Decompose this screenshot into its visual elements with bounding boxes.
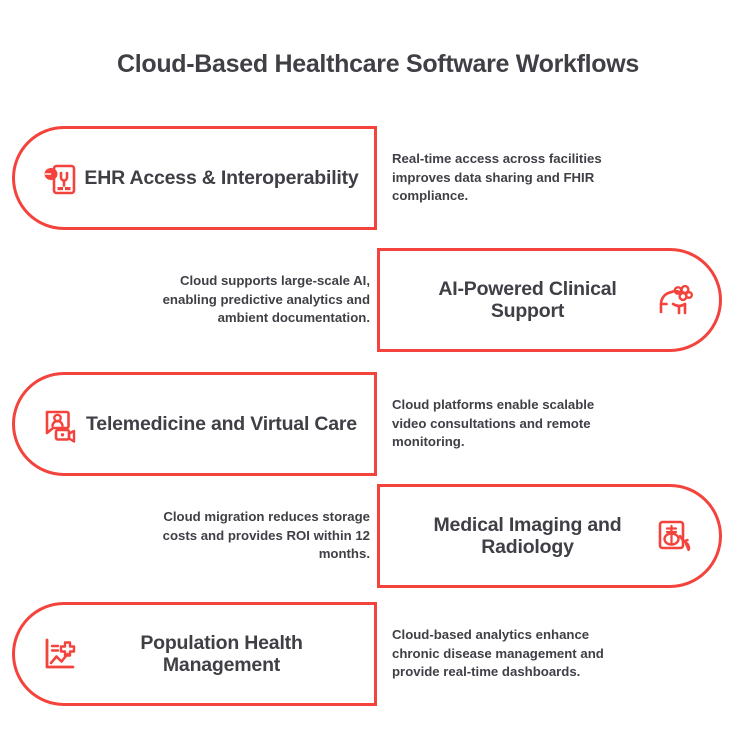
workflow-row: Cloud migration reduces storage costs an… <box>0 484 756 588</box>
workflow-row: EHR Access & Interoperability Real-time … <box>0 126 756 230</box>
telemedicine-video-icon <box>37 401 83 447</box>
workflow-description-text: Cloud migration reduces storage costs an… <box>162 508 370 562</box>
workflow-row: Population Health Management Cloud-based… <box>0 602 756 706</box>
ai-brain-head-icon <box>651 277 697 323</box>
xray-scan-hand-icon <box>651 513 697 559</box>
workflow-row: Cloud supports large-scale AI, enabling … <box>0 248 756 352</box>
workflow-banner-medical-imaging-and-radiology[interactable]: Medical Imaging and Radiology <box>377 484 722 588</box>
workflow-banner-telemedicine-and-virtual-care[interactable]: Telemedicine and Virtual Care <box>12 372 377 476</box>
workflow-banner-population-health-management[interactable]: Population Health Management <box>12 602 377 706</box>
workflow-description: Cloud supports large-scale AI, enabling … <box>132 248 370 352</box>
workflow-title: Population Health Management <box>140 631 303 676</box>
workflow-title: Medical Imaging and Radiology <box>433 513 622 558</box>
workflow-description: Cloud-based analytics enhance chronic di… <box>392 602 622 706</box>
workflow-description-text: Cloud-based analytics enhance chronic di… <box>392 626 604 680</box>
workflow-row: Telemedicine and Virtual Care Cloud plat… <box>0 372 756 476</box>
workflow-title: Telemedicine and Virtual Care <box>86 412 357 435</box>
workflow-description: Cloud migration reduces storage costs an… <box>132 484 370 588</box>
page-title: Cloud-Based Healthcare Software Workflow… <box>116 50 640 78</box>
workflow-title: AI-Powered Clinical Support <box>438 277 617 322</box>
workflow-description-text: Cloud platforms enable scalable video co… <box>392 396 595 450</box>
workflow-banner-ehr-access-interoperability[interactable]: EHR Access & Interoperability <box>12 126 377 230</box>
workflow-description: Cloud platforms enable scalable video co… <box>392 372 622 476</box>
workflow-description: Real-time access across facilities impro… <box>392 126 622 230</box>
health-chart-cross-icon <box>37 631 83 677</box>
workflow-banner-ai-powered-clinical-support[interactable]: AI-Powered Clinical Support <box>377 248 722 352</box>
workflow-description-text: Cloud supports large-scale AI, enabling … <box>162 272 370 326</box>
workflow-title: EHR Access & Interoperability <box>84 166 359 189</box>
workflow-description-text: Real-time access across facilities impro… <box>392 150 602 204</box>
medical-record-icon <box>37 155 83 201</box>
